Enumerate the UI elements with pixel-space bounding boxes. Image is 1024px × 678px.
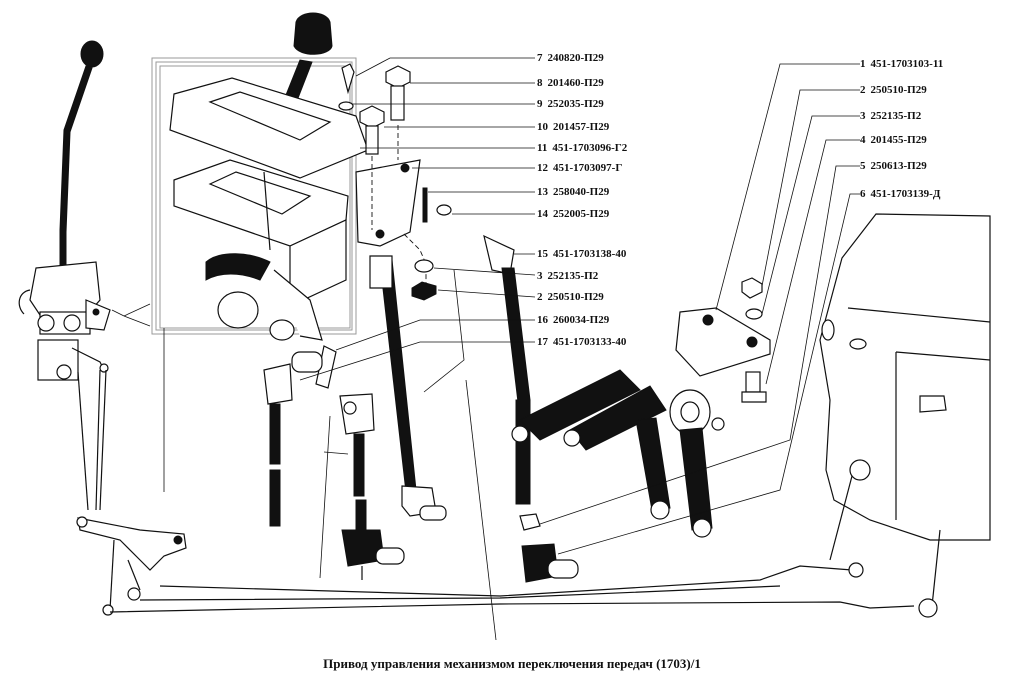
rods-center <box>263 255 447 580</box>
leader-lines-center <box>299 57 536 381</box>
relay-bracket <box>76 516 187 616</box>
long-rods <box>109 565 915 613</box>
fasteners-center <box>338 63 452 301</box>
guide-lines <box>163 269 497 641</box>
lever-assembly-right <box>511 277 771 538</box>
rod-15 <box>483 234 579 583</box>
inset-frame <box>151 57 357 335</box>
diagram-caption: Привод управления механизмом переключени… <box>323 656 701 671</box>
gearbox-housing <box>819 213 991 618</box>
gear-lever-left <box>18 40 151 511</box>
leader-lines-right <box>539 63 860 555</box>
gearshift-assembly <box>169 12 369 341</box>
